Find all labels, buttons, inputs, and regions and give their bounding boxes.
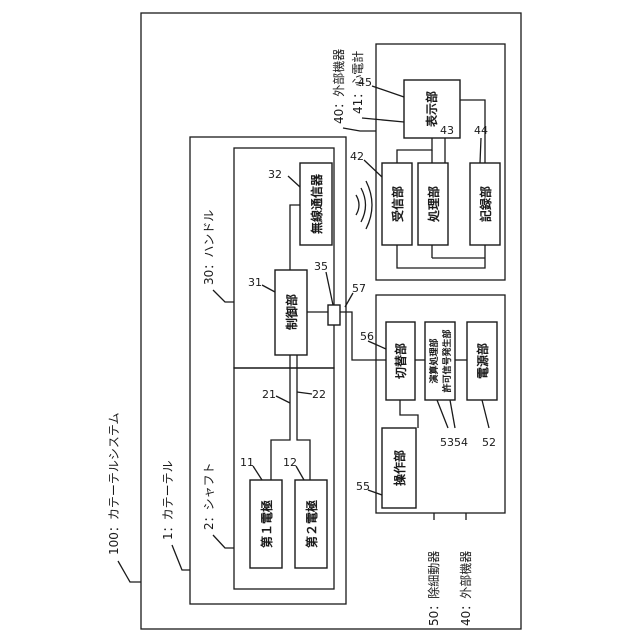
ref-42: 42 (350, 150, 364, 163)
ref-44: 44 (474, 124, 488, 137)
switch-label: 切替部 (393, 343, 408, 379)
ref-54: 54 (454, 436, 468, 449)
ref-35: 35 (314, 260, 328, 273)
catheter-label: 1：カテーテル (161, 460, 175, 540)
system-label: 100：カテーテルシステム (107, 412, 121, 555)
power-label: 電源部 (475, 343, 490, 379)
ref-31: 31 (248, 276, 262, 289)
ref-22: 22 (312, 388, 326, 401)
calc-label: 演算処理部 (428, 338, 440, 383)
permit-label: 許可信号発生部 (441, 329, 453, 392)
ref-21: 21 (262, 388, 276, 401)
shaft-label: 2：シャフト (202, 462, 216, 530)
wireless-signal-icon (356, 181, 372, 229)
external-device-bottom-label: 40：外部機器 (458, 551, 473, 626)
receiver-label: 受信部 (390, 186, 405, 222)
handle-label: 30：ハンドル (202, 210, 216, 285)
ref-55: 55 (356, 480, 370, 493)
display-label: 表示部 (424, 91, 439, 128)
ref-12: 12 (283, 456, 297, 469)
ref-56: 56 (360, 330, 374, 343)
external-device-top-label: 40：外部機器 (331, 49, 346, 124)
wireless-label: 無線通信器 (309, 173, 324, 234)
electrode-2-label: 第２電極 (304, 500, 319, 548)
defibrillator-label: 50：除細動器 (426, 551, 441, 626)
electrode-1-label: 第１電極 (259, 500, 274, 548)
ref-11: 11 (240, 456, 254, 469)
ref-45: 45 (358, 76, 372, 89)
processor-label: 処理部 (426, 186, 441, 223)
operation-label: 操作部 (392, 450, 407, 486)
ref-53: 53 (440, 436, 454, 449)
recorder-label: 記録部 (478, 186, 493, 222)
ref-32: 32 (268, 168, 282, 181)
controller-label: 制御部 (284, 294, 299, 330)
ref-52: 52 (482, 436, 496, 449)
connector-box (328, 305, 340, 325)
ref-57: 57 (352, 282, 366, 295)
ref-43: 43 (440, 124, 454, 137)
